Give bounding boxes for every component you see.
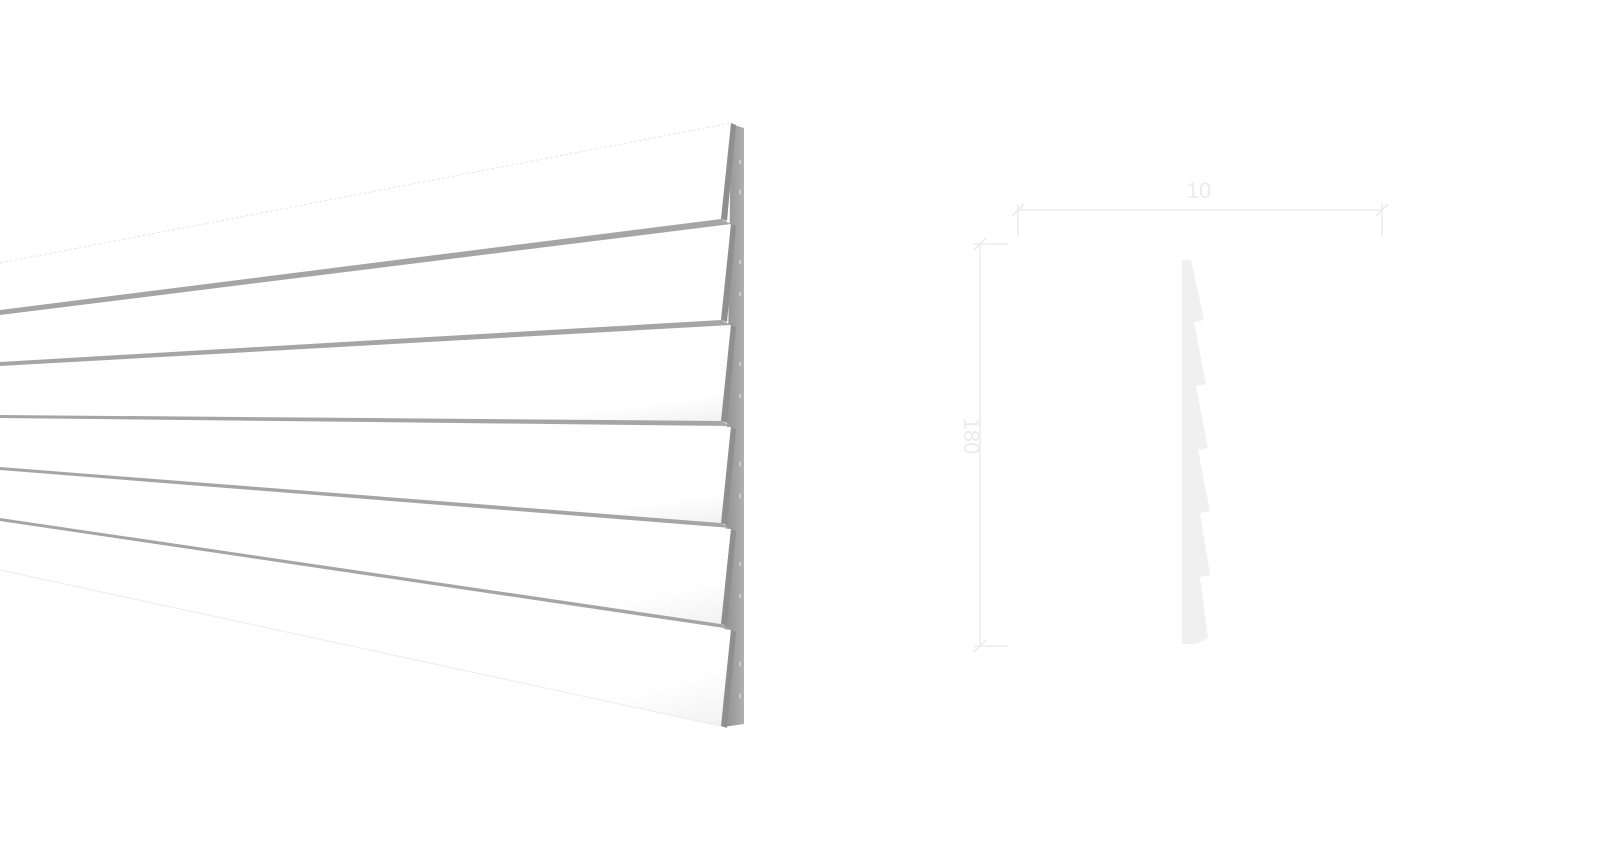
panel-groove-1 bbox=[0, 219, 731, 315]
height-dimension-label: 180 bbox=[959, 418, 984, 455]
panel-bottom-outline bbox=[0, 569, 722, 727]
profile-cross-section bbox=[1182, 260, 1210, 644]
panel-3d-view bbox=[0, 122, 744, 728]
panel-groove-5 bbox=[0, 518, 731, 629]
panel-slat-3 bbox=[0, 325, 731, 421]
profile-dimension-drawing: 10 180 bbox=[959, 178, 1389, 653]
panel-bevels bbox=[721, 123, 736, 728]
panel-groove-2 bbox=[0, 320, 731, 366]
panel-groove-4 bbox=[0, 467, 731, 528]
panel-slat-4 bbox=[0, 417, 731, 523]
panel-slat-1 bbox=[0, 123, 731, 310]
width-dimension bbox=[1011, 203, 1389, 236]
panel-grooves bbox=[0, 219, 731, 629]
height-dimension bbox=[973, 237, 1008, 653]
width-dimension-label: 10 bbox=[1187, 178, 1211, 203]
panel-slat-5 bbox=[0, 469, 731, 624]
panel-slat-2 bbox=[0, 224, 731, 362]
panel-top-outline bbox=[0, 122, 732, 264]
panel-groove-3 bbox=[0, 415, 731, 426]
panel-slat-6 bbox=[0, 520, 731, 726]
